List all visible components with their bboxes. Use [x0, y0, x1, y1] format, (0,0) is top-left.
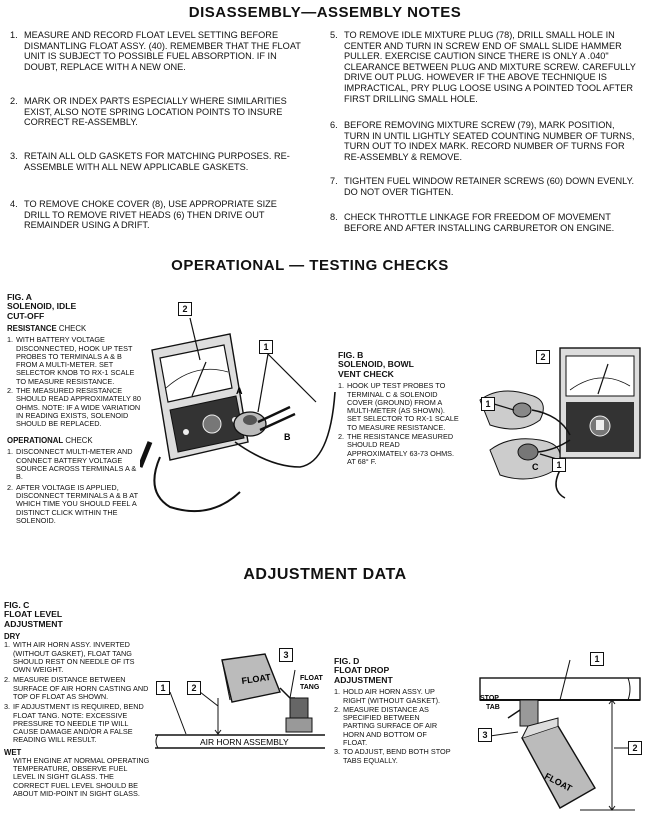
- float-d: FLOAT: [520, 717, 596, 809]
- fig-d-item-3: 3.TO ADJUST, BEND BOTH STOP TABS EQUALLY…: [334, 747, 451, 765]
- disassembly-title: DISASSEMBLY—ASSEMBLY NOTES: [188, 4, 462, 21]
- float-label-c: FLOAT: [241, 672, 272, 686]
- note-8: 8.CHECK THROTTLE LINKAGE FOR FREEDOM OF …: [330, 212, 615, 233]
- fig-a-illustration: A B: [140, 317, 336, 513]
- callout-2-c: 2: [187, 681, 201, 695]
- fig-c-dry-2: 2.MEASURE DISTANCE BETWEEN SURFACE OF AI…: [4, 675, 149, 701]
- fig-a-res-2: 2.THE MEASURED RESISTANCE SHOULD READ AP…: [7, 386, 141, 429]
- callout-2-meter-a: 2: [178, 302, 192, 316]
- fig-c-dry-1: 1.WITH AIR HORN ASSY. INVERTED (WITHOUT …: [4, 640, 135, 675]
- callout-2-d: 2: [628, 741, 642, 755]
- fig-a-res-1: 1.WITH BATTERY VOLTAGE DISCONNECTED, HOO…: [7, 335, 135, 386]
- callout-1-d: 1: [590, 652, 604, 666]
- stop-tab-label-2: TAB: [486, 704, 500, 711]
- multimeter-b: [559, 347, 641, 459]
- air-horn-label: AIR HORN ASSEMBLY: [200, 737, 289, 747]
- float-tang-label-2: TANG: [300, 684, 320, 691]
- fig-a-operational-heading: OPERATIONAL CHECK: [7, 436, 93, 446]
- fig-d-item-1: 1.HOLD AIR HORN ASSY. UP RIGHT (WITHOUT …: [334, 687, 441, 705]
- terminal-b-label: B: [284, 432, 291, 442]
- fig-d-illustration: FLOAT STOP TAB: [479, 659, 641, 811]
- note-7: 7.TIGHTEN FUEL WINDOW RETAINER SCREWS (6…: [330, 176, 635, 197]
- fig-c-illustration: FLOAT AIR HORN ASSEMBLY FLOAT TANG: [155, 653, 325, 749]
- terminal-c-label: C: [532, 462, 539, 472]
- float-c: FLOAT: [221, 653, 281, 703]
- fig-c-wet-text: WITH ENGINE AT NORMAL OPERATING TEMPERAT…: [13, 755, 150, 798]
- notes-left: 1.MEASURE AND RECORD FLOAT LEVEL SETTING…: [10, 30, 305, 231]
- operational-title: OPERATIONAL — TESTING CHECKS: [171, 257, 449, 274]
- callout-1-c: 1: [156, 681, 170, 695]
- fig-a-op-1: 1.DISCONNECT MULTI-METER AND CONNECT BAT…: [7, 447, 137, 482]
- note-4: 4.TO REMOVE CHOKE COVER (8), USE APPROPR…: [10, 199, 277, 231]
- adjustment-title: ADJUSTMENT DATA: [243, 566, 407, 583]
- fig-c-wet-heading: WET: [4, 747, 22, 757]
- notes-right: 5.TO REMOVE IDLE MIXTURE PLUG (78), DRIL…: [330, 30, 642, 233]
- fig-c-dry-3: 3.IF ADJUSTMENT IS REQUIRED, BEND FLOAT …: [4, 702, 144, 745]
- callout-1-left-b: 1: [481, 397, 495, 411]
- solenoid-a: [233, 405, 296, 437]
- fig-a-resistance-heading: RESISTANCE CHECK: [7, 324, 87, 334]
- terminal-a-label: A: [236, 386, 243, 396]
- fig-a-op-2: 2.AFTER VOLTAGE IS APPLIED, DISCONNECT T…: [7, 482, 138, 525]
- fig-d-item-2: 2.MEASURE DISTANCE AS SPECIFIED BETWEEN …: [334, 704, 438, 747]
- callout-3-d: 3: [478, 728, 492, 742]
- callout-1-bottom-b: 1: [552, 458, 566, 472]
- stop-tab-label-1: STOP: [480, 695, 499, 702]
- multimeter-a: [151, 333, 249, 461]
- note-3: 3.RETAIN ALL OLD GASKETS FOR MATCHING PU…: [10, 151, 290, 172]
- fig-b-item-2: 2.THE RESISTANCE MEASURED SHOULD READ AP…: [338, 432, 455, 466]
- callout-1-probe-a: 1: [259, 340, 273, 354]
- note-1: 1.MEASURE AND RECORD FLOAT LEVEL SETTING…: [10, 30, 301, 72]
- fig-c-dry-heading: DRY: [4, 632, 21, 642]
- float-tang-label-1: FLOAT: [300, 675, 324, 682]
- fig-b-illustration: C: [479, 347, 641, 499]
- note-6: 6.BEFORE REMOVING MIXTURE SCREW (79), MA…: [330, 120, 635, 162]
- note-2: 2.MARK OR INDEX PARTS ESPECIALLY WHERE S…: [10, 96, 287, 128]
- fig-b-item-1: 1.HOOK UP TEST PROBES TO TERMINAL C & SO…: [338, 381, 459, 432]
- callout-3-c: 3: [279, 648, 293, 662]
- callout-2-meter-b: 2: [536, 350, 550, 364]
- note-5: 5.TO REMOVE IDLE MIXTURE PLUG (78), DRIL…: [330, 30, 636, 104]
